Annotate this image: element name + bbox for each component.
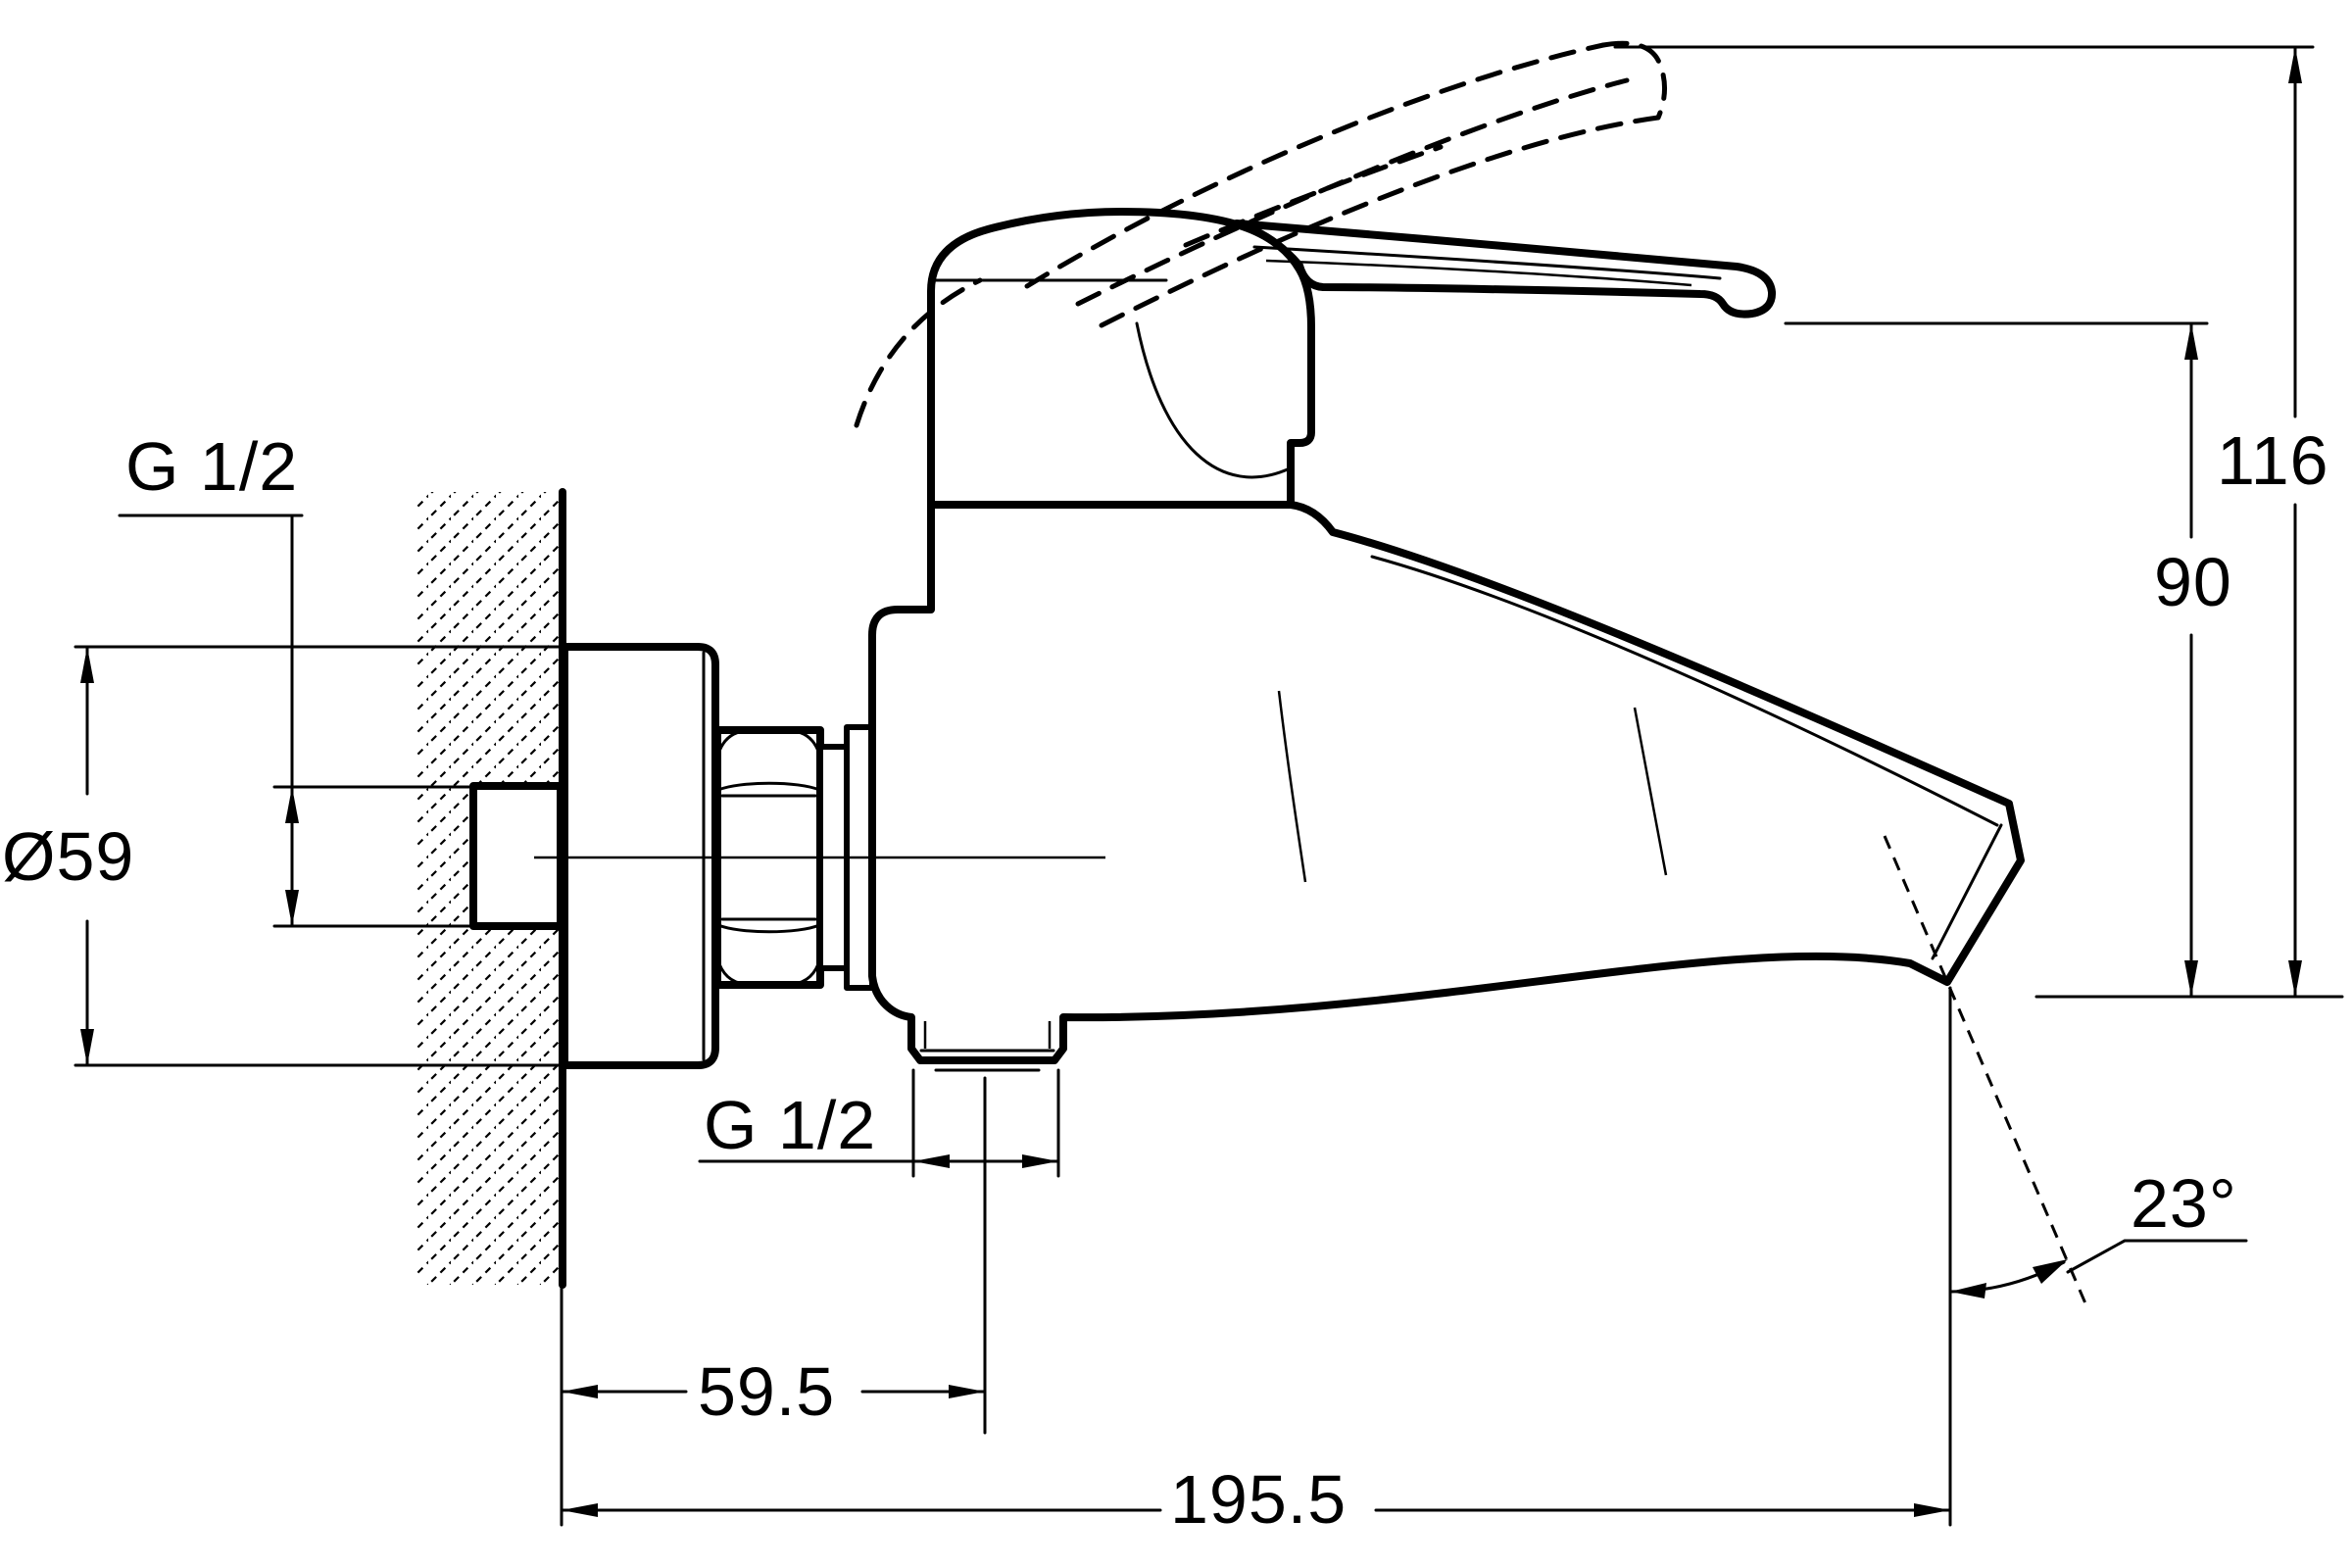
handle-dome: [927, 208, 1315, 509]
body-seam-1: [1277, 690, 1307, 883]
label-outlet-thread: G 1/2: [704, 1087, 876, 1163]
dim-wall-to-spout: 195.5: [560, 1461, 1952, 1538]
lever-open-dashed: [854, 40, 1667, 428]
dim-spout-angle: 23°: [1883, 835, 2248, 1527]
dim-height-raised: 116: [1613, 45, 2329, 999]
dome-seam-curve: [1135, 321, 1292, 479]
spout-mouth-inner: [1931, 823, 2003, 960]
body-seam-2: [1633, 707, 1668, 876]
label-height-lowered: 90: [2154, 544, 2232, 620]
body-outline: [868, 501, 2025, 1064]
faucet-body: [868, 501, 2025, 1072]
label-inlet-thread: G 1/2: [125, 428, 298, 505]
dim-height-lowered: 90: [1784, 321, 2344, 999]
dim-outlet-thread: G 1/2: [698, 1068, 1060, 1178]
escutcheon-flange: [561, 643, 719, 1069]
outlet-thread-lines: [923, 1021, 1052, 1049]
label-wall-to-spout: 195.5: [1170, 1461, 1347, 1538]
dim-inlet-thread: G 1/2: [118, 428, 475, 928]
label-escutcheon-diameter: Ø59: [2, 818, 134, 895]
label-height-raised: 116: [2217, 422, 2329, 499]
lever-closed: [1233, 220, 1777, 318]
wall-pipe-block: [469, 782, 564, 930]
label-wall-to-outlet: 59.5: [698, 1353, 835, 1430]
dim-escutcheon-diameter: Ø59: [2, 645, 568, 1067]
centerlines: [534, 856, 1105, 1435]
spout-inner-top: [1370, 555, 1999, 827]
dim-wall-to-outlet: 59.5: [560, 1283, 987, 1527]
label-spout-angle: 23°: [2131, 1165, 2237, 1242]
